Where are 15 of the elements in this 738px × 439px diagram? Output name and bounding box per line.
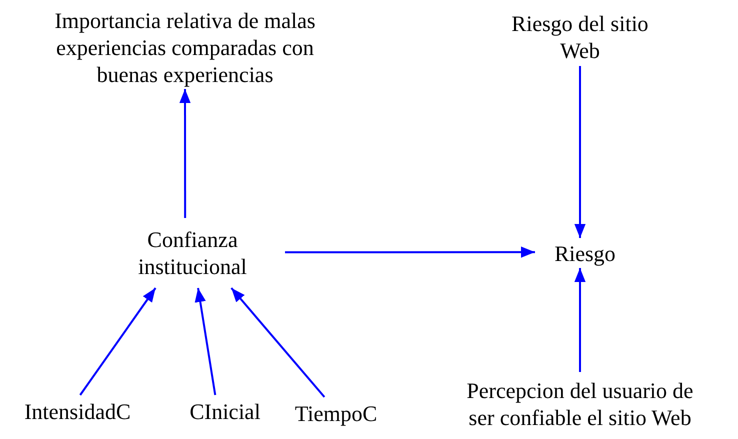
node-label: CInicial bbox=[190, 398, 260, 424]
arrow bbox=[574, 268, 586, 372]
node-label: TiempoC bbox=[294, 400, 378, 426]
node-label: Percepcion del usuario de ser confiable el sitio Web bbox=[466, 377, 694, 431]
node-label: Riesgo del sitio Web bbox=[510, 10, 650, 64]
arrow bbox=[79, 287, 156, 396]
node-label: Importancia relativa de malas experiencias comparadas con buenas experiencias bbox=[54, 6, 316, 88]
node-label: Riesgo bbox=[554, 240, 616, 266]
arrow bbox=[230, 287, 326, 398]
arrow bbox=[194, 288, 216, 396]
arrow bbox=[285, 246, 535, 258]
node-label: IntensidadC bbox=[24, 398, 131, 424]
node-label: Confianza institucional bbox=[137, 226, 248, 280]
arrow bbox=[179, 89, 191, 218]
arrow bbox=[574, 66, 586, 238]
